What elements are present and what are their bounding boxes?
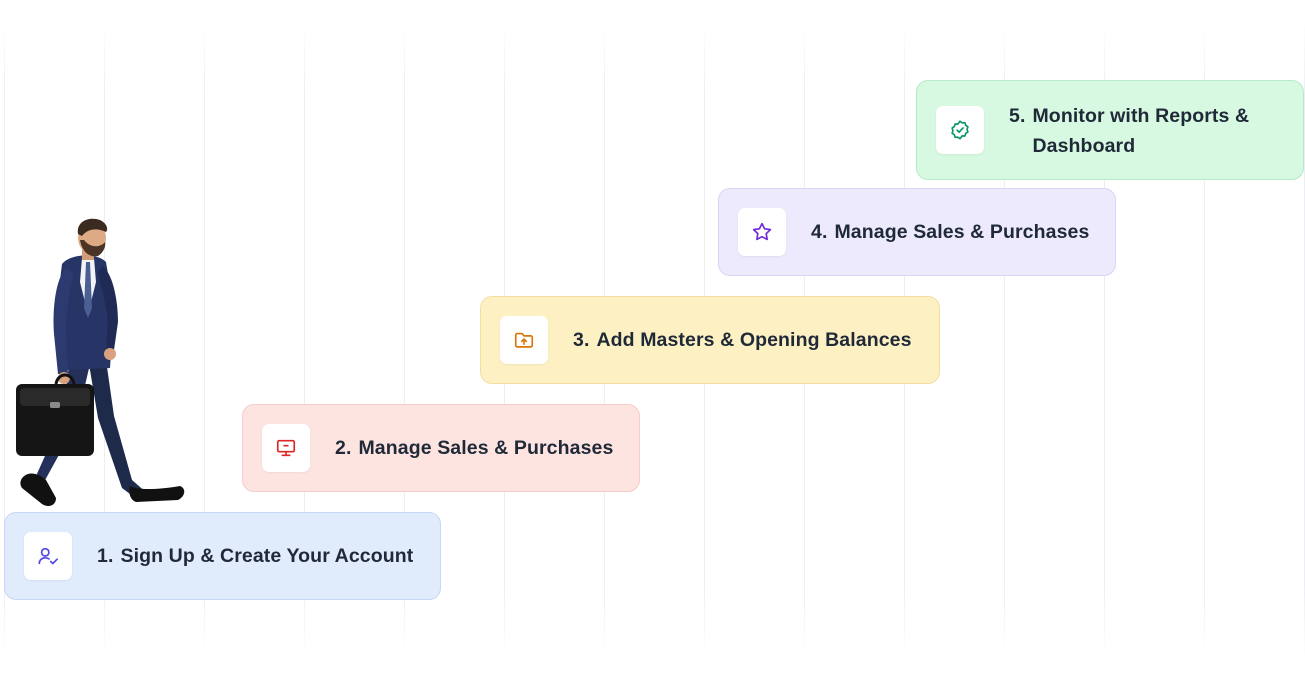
step-2-label: 2. Manage Sales & Purchases	[335, 433, 613, 463]
step-4-text: Manage Sales & Purchases	[834, 221, 1090, 243]
step-3-icon-box	[500, 316, 548, 364]
folder-upload-icon	[514, 332, 534, 348]
step-1-label: 1. Sign Up & Create Your Account	[97, 541, 413, 571]
step-1-card: 1. Sign Up & Create Your Account	[4, 512, 441, 600]
step-1-number: 1.	[97, 545, 114, 567]
step-5-card: 5. Monitor with Reports & Dashboard	[916, 80, 1304, 180]
step-2-number: 2.	[335, 437, 352, 459]
step-5-label: 5. Monitor with Reports & Dashboard	[1009, 101, 1279, 161]
step-3-label: 3. Add Masters & Opening Balances	[573, 325, 912, 355]
grid-line	[4, 20, 5, 660]
step-3-number: 3.	[573, 329, 590, 351]
badge-check-icon	[951, 120, 969, 140]
grid-line	[404, 20, 405, 660]
grid-line	[304, 20, 305, 660]
grid-line	[1004, 20, 1005, 660]
step-5-text: Monitor with Reports & Dashboard	[1032, 105, 1250, 157]
monitor-icon	[276, 439, 296, 457]
walking-businessman-illustration	[16, 218, 185, 506]
step-5-icon-box	[936, 106, 984, 154]
grid-line	[1204, 20, 1205, 660]
step-4-icon-box	[738, 208, 786, 256]
step-3-card: 3. Add Masters & Opening Balances	[480, 296, 940, 384]
step-4-number: 4.	[811, 221, 828, 243]
step-3-text: Add Masters & Opening Balances	[596, 329, 912, 351]
step-4-card: 4. Manage Sales & Purchases	[718, 188, 1116, 276]
star-icon	[752, 222, 772, 241]
step-2-text: Manage Sales & Purchases	[358, 437, 614, 459]
grid-line	[1104, 20, 1105, 660]
step-2-icon-box	[262, 424, 310, 472]
step-1-text: Sign Up & Create Your Account	[120, 545, 414, 567]
step-4-label: 4. Manage Sales & Purchases	[811, 217, 1089, 247]
step-2-card: 2. Manage Sales & Purchases	[242, 404, 640, 492]
user-check-icon	[38, 547, 58, 565]
step-5-number: 5.	[1009, 105, 1026, 127]
grid-line	[204, 20, 205, 660]
step-1-icon-box	[24, 532, 72, 580]
